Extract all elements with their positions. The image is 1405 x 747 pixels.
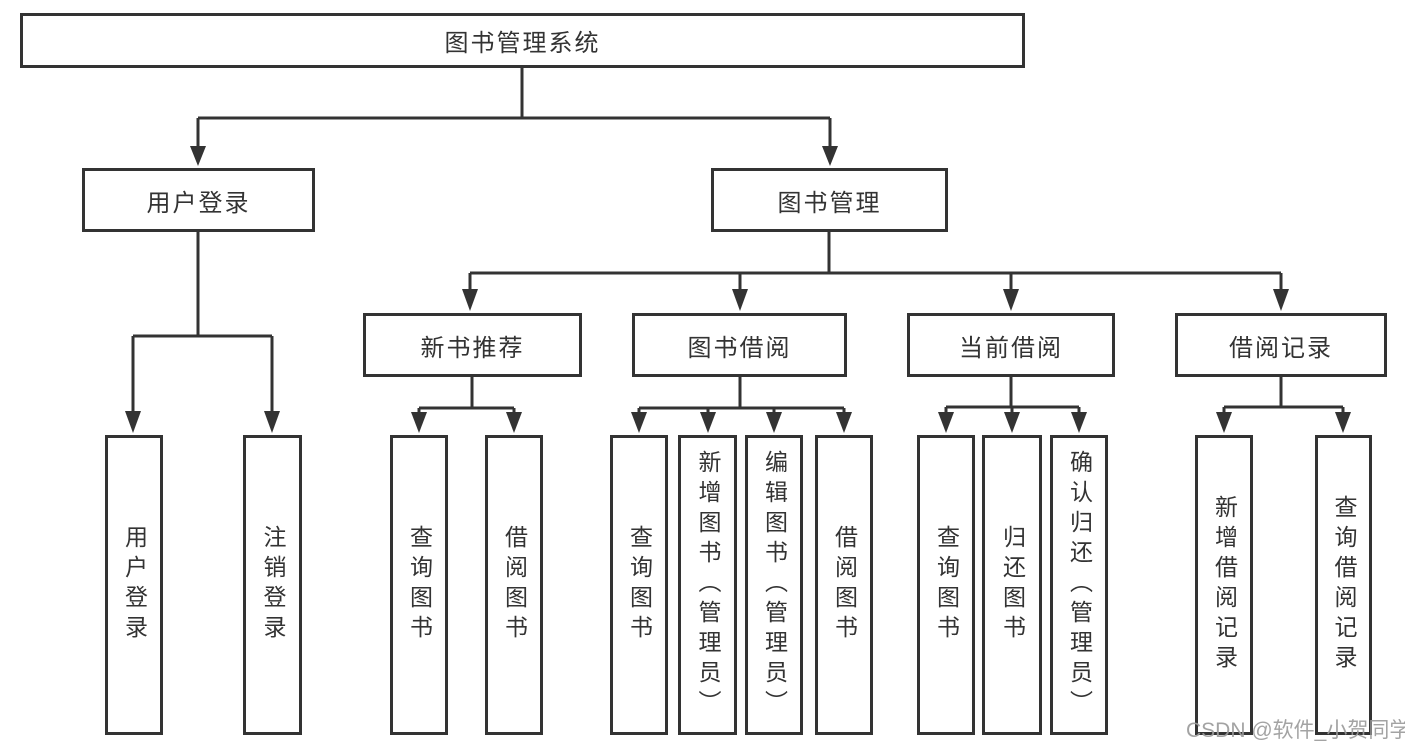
leaf-query-books-borrowing-label: 查询图书 — [626, 525, 653, 645]
leaf-add-borrow-record: 新增借阅记录 — [1195, 435, 1253, 735]
leaf-confirm-return-admin: 确认归还（管理员） — [1050, 435, 1108, 735]
node-root-label: 图书管理系统 — [444, 30, 601, 57]
node-book-borrowing: 图书借阅 — [632, 313, 847, 377]
node-book-management: 图书管理 — [711, 168, 948, 232]
leaf-query-borrow-record: 查询借阅记录 — [1315, 435, 1372, 735]
node-root: 图书管理系统 — [20, 13, 1025, 68]
node-borrowing-records: 借阅记录 — [1175, 313, 1387, 377]
leaf-logout: 注销登录 — [243, 435, 302, 735]
node-book-borrowing-label: 图书借阅 — [687, 334, 792, 362]
leaf-edit-books-admin: 编辑图书（管理员） — [745, 435, 803, 735]
node-new-book-recommend: 新书推荐 — [363, 313, 582, 377]
leaf-user-login: 用户登录 — [105, 435, 163, 735]
leaf-add-books-admin-label: 新增图书（管理员） — [695, 450, 721, 720]
leaf-logout-label: 注销登录 — [260, 525, 286, 645]
leaf-query-borrow-record-label: 查询借阅记录 — [1331, 495, 1357, 675]
node-user-login-label: 用户登录 — [146, 189, 251, 217]
watermark: CSDN @软件_小贺同学 — [1186, 719, 1405, 742]
connector-lines — [125, 68, 1351, 433]
node-borrowing-records-label: 借阅记录 — [1229, 334, 1333, 362]
leaf-query-books-recommend-label: 查询图书 — [406, 525, 433, 645]
leaf-borrow-books-recommend: 借阅图书 — [485, 435, 543, 735]
leaf-return-books: 归还图书 — [982, 435, 1042, 735]
leaf-user-login-label: 用户登录 — [121, 525, 148, 645]
node-user-login: 用户登录 — [82, 168, 315, 232]
node-new-book-recommend-label: 新书推荐 — [420, 334, 525, 362]
leaf-query-books-current: 查询图书 — [917, 435, 975, 735]
leaf-add-borrow-record-label: 新增借阅记录 — [1211, 495, 1238, 675]
leaf-borrow-books-borrowing-label: 借阅图书 — [831, 525, 858, 645]
node-book-management-label: 图书管理 — [777, 189, 882, 217]
leaf-borrow-books-borrowing: 借阅图书 — [815, 435, 873, 735]
leaf-borrow-books-recommend-label: 借阅图书 — [501, 525, 528, 645]
leaf-query-books-borrowing: 查询图书 — [610, 435, 668, 735]
leaf-return-books-label: 归还图书 — [999, 525, 1026, 645]
leaf-edit-books-admin-label: 编辑图书（管理员） — [761, 450, 788, 720]
leaf-add-books-admin: 新增图书（管理员） — [678, 435, 737, 735]
leaf-confirm-return-admin-label: 确认归还（管理员） — [1066, 450, 1093, 720]
node-current-borrowing-label: 当前借阅 — [959, 334, 1063, 362]
leaf-query-books-recommend: 查询图书 — [390, 435, 448, 735]
node-current-borrowing: 当前借阅 — [907, 313, 1115, 377]
leaf-query-books-current-label: 查询图书 — [933, 525, 960, 645]
